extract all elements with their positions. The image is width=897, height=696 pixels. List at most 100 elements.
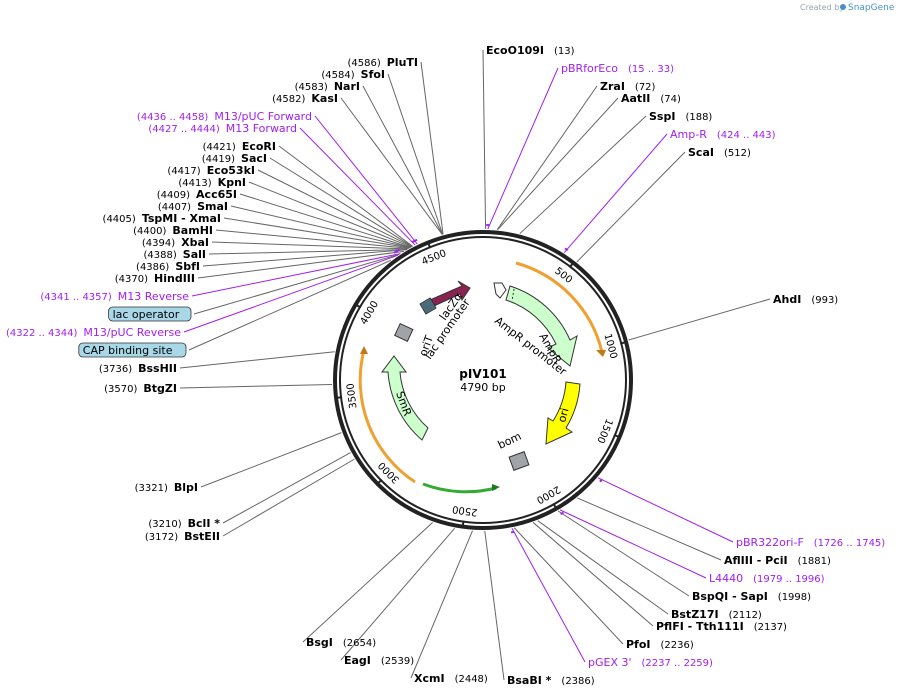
site-label-smai[interactable]: SmaI(4407): [158, 200, 228, 213]
leader-line-bsabi: [484, 530, 505, 681]
site-pos-sbfi: (4386): [136, 262, 169, 273]
site-label-afliii-pcii[interactable]: AflIII - PciI(1881): [724, 554, 831, 567]
site-name-bsabi: BsaBI *: [507, 674, 552, 687]
primer-mark-pbr322ori-f: [599, 478, 603, 483]
site-label-bsgi[interactable]: BsgI(2654): [306, 636, 376, 649]
site-pos-pfoi: (2236): [661, 640, 694, 651]
site-label-pbr322ori-f[interactable]: pBR322ori-F(1726 .. 1745): [736, 536, 885, 549]
site-label-pfoi[interactable]: PfoI (2236): [626, 638, 694, 651]
site-label-bsabi[interactable]: BsaBI *(2386): [507, 674, 595, 687]
plasmid-length: 4790 bp: [460, 381, 505, 394]
site-pos-pgex-3: (2237 .. 2259): [642, 658, 714, 669]
site-label-saci[interactable]: SacI (4419): [202, 152, 267, 165]
site-name-pflfi-tth111i: PflFI - Tth111I: [656, 620, 744, 633]
site-label-bsteii[interactable]: BstEII(3172): [145, 530, 220, 543]
leader-line-xbai: [211, 241, 409, 250]
site-label-l4440[interactable]: L4440(1979 .. 1996): [709, 572, 825, 585]
site-label-bcli[interactable]: BclI *(3210): [148, 517, 220, 530]
site-pos-kasi: (4582): [272, 94, 305, 105]
site-name-saci: SacI: [241, 152, 267, 165]
site-label-pbrforeco[interactable]: pBRforEco(15 .. 33): [561, 62, 674, 75]
site-pos-xcmi: (2448): [455, 674, 488, 685]
site-pos-bcli: (3210): [148, 519, 181, 530]
site-pos-kpni: (4413): [178, 178, 211, 189]
site-pos-bsshii: (3736): [99, 364, 132, 375]
site-label-pluti[interactable]: PluTI(4586): [347, 56, 418, 69]
site-label-tspmi-xmai[interactable]: TspMI - XmaI (4405): [103, 212, 221, 225]
site-label-sspi[interactable]: SspI(188): [649, 110, 712, 123]
site-label-scai[interactable]: ScaI(512): [688, 146, 751, 159]
site-pos-ecori: (4421): [203, 142, 236, 153]
site-label-sbfi[interactable]: SbfI(4386): [136, 260, 200, 273]
leader-line-scai: [576, 151, 686, 263]
site-label-aatii[interactable]: AatII(74): [621, 92, 681, 105]
orf-arc-smr-arrowhead: [360, 346, 368, 354]
site-label-ecori[interactable]: EcoRI(4421): [203, 140, 276, 153]
site-label-zrai[interactable]: ZraI(72): [600, 80, 656, 93]
site-name-m13-reverse: M13 Reverse: [118, 290, 189, 303]
leader-line-m13-forward: [299, 127, 416, 246]
site-label-bspqi-sapi[interactable]: BspQI - SapI(1998): [692, 590, 811, 603]
tick-mark: [334, 396, 343, 400]
site-name-sali: SalI: [183, 248, 206, 261]
site-label-kasi[interactable]: KasI (4582): [272, 92, 338, 105]
site-label-bamhi[interactable]: BamHI(4400): [133, 224, 213, 237]
site-label-bstz17i[interactable]: BstZ17I(2112): [671, 608, 762, 621]
tick-label: 3500: [345, 383, 359, 410]
site-label-bsshii[interactable]: BssHII(3736): [99, 362, 177, 375]
site-label-m13-forward[interactable]: M13 Forward(4427 .. 4444): [148, 122, 297, 135]
leader-line-sfoi: [387, 73, 444, 235]
tick-label: 2500: [452, 503, 479, 517]
site-label-eagi[interactable]: EagI(2539): [344, 654, 414, 667]
site-pos-tspmi-xmai: (4405): [103, 214, 136, 225]
site-label-hindiii[interactable]: HindIII(4370): [115, 272, 195, 285]
site-name-sfoi: SfoI: [361, 68, 385, 81]
site-name-bsgi: BsgI: [306, 636, 333, 649]
site-label-cap-binding-site[interactable]: CAP binding site: [78, 342, 187, 358]
leader-line-cap-binding-site: [188, 259, 392, 351]
leader-line-acc65i: [239, 193, 411, 248]
site-label-xcmi[interactable]: XcmI(2448): [414, 672, 488, 685]
site-label-pgex-3[interactable]: pGEX 3'(2237 .. 2259): [588, 656, 713, 669]
site-label-kpni[interactable]: KpnI(4413): [178, 176, 246, 189]
site-label-nari[interactable]: NarI(4583): [295, 80, 360, 93]
site-label-m13-puc-forward[interactable]: M13/pUC Forward(4436 .. 4458): [137, 110, 312, 123]
tick-mark: [613, 433, 621, 439]
site-label-acc65i[interactable]: Acc65I(4409): [157, 188, 237, 201]
leader-line-aatii: [497, 97, 619, 231]
feature-smr-arrow: [381, 355, 429, 441]
site-name-sspi: SspI: [649, 110, 675, 123]
site-name-pbr322ori-f: pBR322ori-F: [736, 536, 804, 549]
primer-mark-amp-r: [564, 247, 569, 252]
site-label-xbai[interactable]: XbaI(4394): [142, 236, 209, 249]
tick-label: 1500: [594, 417, 614, 445]
site-label-btgzi[interactable]: BtgZI(3570): [104, 382, 177, 395]
site-name-m13-puc-reverse: M13/pUC Reverse: [83, 326, 181, 339]
leader-line-tspmi-xmai: [223, 217, 411, 249]
site-name-pfoi: PfoI: [626, 638, 651, 651]
site-label-lac-operator[interactable]: lac operator: [108, 306, 192, 322]
leader-line-bcli: [222, 452, 351, 524]
site-label-ecoo109i[interactable]: EcoO109I(13): [486, 44, 575, 57]
site-pos-pluti: (4586): [347, 58, 380, 69]
leader-line-eagi: [340, 527, 456, 661]
feature-orit: [394, 322, 414, 342]
site-pos-saci: (4419): [202, 154, 235, 165]
snapgene-logo-icon: [840, 4, 846, 10]
tick-mark: [354, 303, 362, 309]
site-name-blpi: BlpI: [174, 481, 198, 494]
site-name-kasi: KasI: [311, 92, 338, 105]
site-label-m13-reverse[interactable]: M13 Reverse(4341 .. 4357): [40, 290, 189, 303]
site-label-eco53ki[interactable]: Eco53kI(4417): [167, 164, 255, 177]
site-name-tspmi-xmai: TspMI - XmaI: [142, 212, 221, 225]
site-label-amp-r[interactable]: Amp-R(424 .. 443): [670, 128, 776, 141]
site-label-pflfi-tth111i[interactable]: PflFI - Tth111I(2137): [656, 620, 787, 633]
site-pos-ecoo109i: (13): [554, 46, 575, 57]
site-label-m13-puc-reverse[interactable]: M13/pUC Reverse(4322 .. 4344): [6, 326, 181, 339]
site-label-sfoi[interactable]: SfoI(4584): [321, 68, 385, 81]
site-label-sali[interactable]: SalI(4388): [144, 248, 206, 261]
site-pos-m13-puc-forward: (4436 .. 4458): [137, 112, 209, 123]
site-label-ahdi[interactable]: AhdI(993): [773, 293, 838, 306]
site-name-hindiii: HindIII: [154, 272, 195, 285]
site-label-blpi[interactable]: BlpI(3321): [135, 481, 198, 494]
